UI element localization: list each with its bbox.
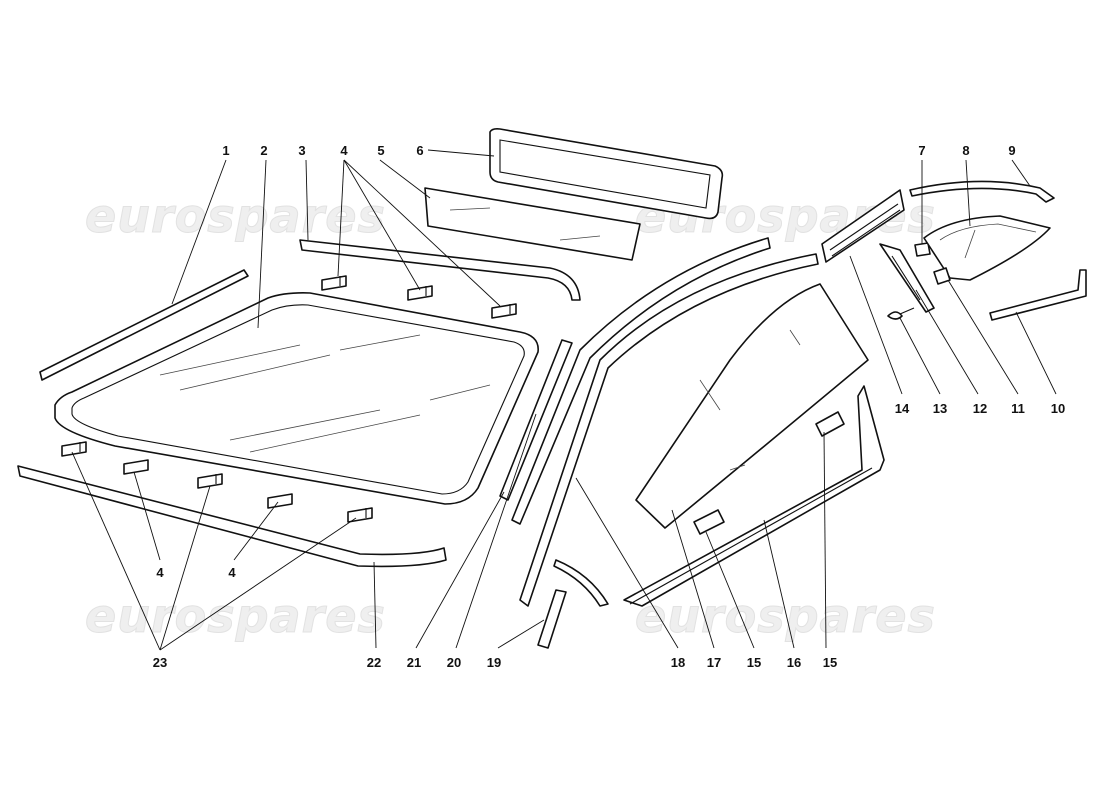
part-4-spacers-top [321, 275, 517, 319]
callout-15-right: 15 [823, 655, 837, 670]
callout-23: 23 [153, 655, 167, 670]
part-18-long-seal [519, 253, 819, 607]
part-19-bracket [537, 589, 567, 649]
callout-13: 13 [933, 401, 947, 416]
part-13-screw [887, 307, 915, 320]
callout-4-bottom-left: 4 [156, 565, 164, 580]
callout-10: 10 [1051, 401, 1065, 416]
callout-5: 5 [377, 143, 384, 158]
callout-3: 3 [298, 143, 305, 158]
part-21-pillar-strip [499, 339, 573, 501]
callout-14: 14 [895, 401, 910, 416]
part-10-lower-strip [989, 269, 1087, 321]
watermark-top-left: eurospares [85, 189, 386, 243]
callout-leaders [71, 149, 1057, 651]
part-curved-trim [553, 559, 609, 607]
part-20-long-seal [511, 237, 771, 525]
callout-15-left: 15 [747, 655, 761, 670]
part-3-top-seal [299, 239, 581, 301]
part-14-vent-strip [821, 189, 905, 263]
part-12-bracket [879, 243, 935, 313]
callout-9: 9 [1008, 143, 1015, 158]
callout-8: 8 [962, 143, 969, 158]
callout-11: 11 [1011, 401, 1025, 416]
part-9-quarter-strip [909, 180, 1055, 203]
callout-20: 20 [447, 655, 461, 670]
callout-21: 21 [407, 655, 421, 670]
part-17-door-glass [635, 283, 869, 529]
callout-7: 7 [918, 143, 925, 158]
callout-22: 22 [367, 655, 381, 670]
callout-4-top: 4 [340, 143, 348, 158]
part-15-runners [693, 411, 845, 535]
callout-1: 1 [222, 143, 229, 158]
part-8-quarter-glass [923, 215, 1051, 281]
callout-16: 16 [787, 655, 801, 670]
callout-17: 17 [707, 655, 721, 670]
part-6-rear-frame [489, 128, 724, 220]
part-2-windscreen [54, 292, 539, 505]
part-11-clip [933, 267, 951, 285]
part-7-clip [914, 242, 931, 257]
watermark-bottom-left: eurospares [85, 589, 386, 643]
part-16-door-frame [623, 385, 885, 607]
watermark-bottom-right: eurospares [635, 589, 936, 643]
part-22-lower-seal [17, 465, 447, 568]
part-23-spacers-bottom [61, 441, 373, 523]
callout-6: 6 [416, 143, 423, 158]
callout-18: 18 [671, 655, 685, 670]
part-5-rear-glass [424, 187, 641, 261]
callout-labels: 1 2 3 4 5 6 7 8 9 10 11 12 13 14 15 15 1… [153, 143, 1065, 670]
callout-19: 19 [487, 655, 501, 670]
part-1-upper-seal [39, 269, 249, 381]
callout-12: 12 [973, 401, 987, 416]
callout-2: 2 [260, 143, 267, 158]
callout-4-bottom-right: 4 [228, 565, 236, 580]
